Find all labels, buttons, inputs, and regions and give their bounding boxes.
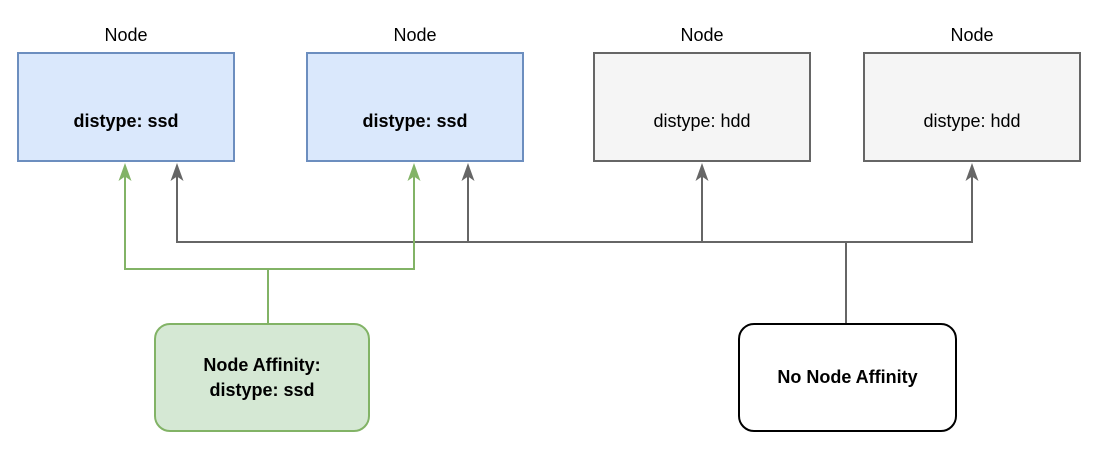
node-2-box: distype: ssd: [306, 52, 524, 162]
node-affinity-label-line2: distype: ssd: [209, 379, 315, 400]
gray-arrowhead-node-4: [965, 163, 979, 181]
node-3-box: distype: hdd: [593, 52, 811, 162]
green-connector-line: [124, 176, 415, 270]
node-1-box: distype: ssd: [17, 52, 235, 162]
node-affinity-arrows: [118, 163, 421, 324]
node-affinity-label-line1: Node Affinity:: [203, 354, 321, 375]
gray-connector-line: [176, 176, 973, 243]
green-arrowhead-node-1: [118, 163, 132, 181]
node-1-title: Node: [104, 25, 148, 45]
no-node-affinity-arrows: [170, 163, 979, 324]
gray-arrowhead-node-2: [461, 163, 475, 181]
node-affinity-box: Node Affinity: distype: ssd: [154, 323, 370, 432]
node-2-title: Node: [393, 25, 437, 45]
node-4-label: distype: hdd: [923, 110, 1021, 131]
node-3-label: distype: hdd: [653, 110, 751, 131]
node-1-label: distype: ssd: [73, 110, 179, 131]
node-3-title: Node: [680, 25, 724, 45]
node-2-label: distype: ssd: [362, 110, 468, 131]
gray-arrowhead-node-1: [170, 163, 184, 181]
no-node-affinity-label: No Node Affinity: [777, 367, 918, 387]
node-4-box: distype: hdd: [863, 52, 1081, 162]
node-4-title: Node: [950, 25, 994, 45]
no-node-affinity-box: No Node Affinity: [738, 323, 957, 432]
green-arrowhead-node-2: [407, 163, 421, 181]
gray-arrowhead-node-3: [695, 163, 709, 181]
